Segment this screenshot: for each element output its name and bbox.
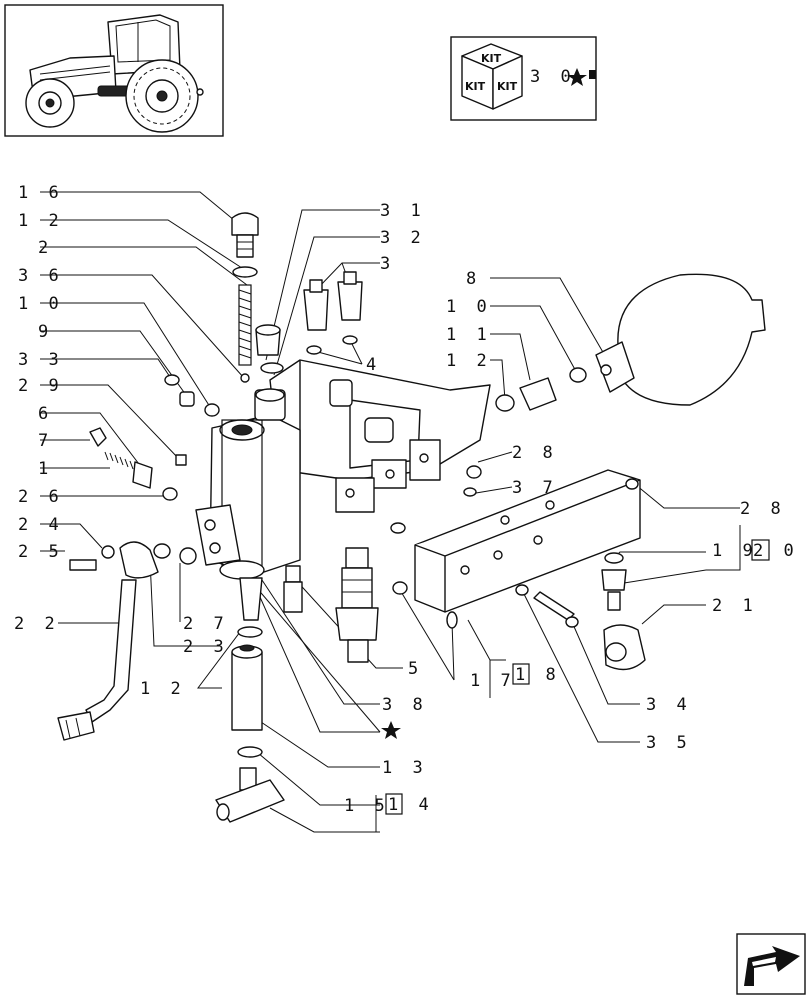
label-13: 1 3 [382, 758, 428, 778]
accumulator-8 [495, 273, 766, 412]
label-14: 1 4 [388, 795, 434, 815]
kit-text-left: KIT [465, 80, 486, 93]
kit-reference: 3 0 [530, 67, 576, 87]
label-16: 1 6 [18, 183, 64, 203]
arrow-icon [744, 946, 800, 986]
callout-labels: 1 6 1 2 2 3 6 1 0 9 3 3 2 9 6 7 1 2 6 2 … [14, 183, 799, 816]
label-8: 8 [466, 269, 481, 289]
label-15: 1 5 [344, 796, 390, 816]
fittings-19-20-21 [601, 552, 646, 671]
label-12-right: 1 2 [446, 351, 492, 371]
label-34: 3 4 [646, 695, 692, 715]
label-12-top: 1 2 [18, 211, 64, 231]
label-7: 7 [38, 431, 53, 451]
label-36: 3 6 [18, 266, 64, 286]
kit-legend: KIT KIT KIT 3 0 [450, 36, 597, 121]
label-26: 2 6 [18, 487, 64, 507]
label-9: 9 [38, 322, 53, 342]
label-10-left: 1 0 [18, 294, 64, 314]
label-5: 5 [408, 659, 423, 679]
screw-16-and-spring [231, 212, 259, 383]
label-19: 1 9 [712, 541, 758, 561]
label-23: 2 3 [183, 637, 229, 657]
kit-text-top: KIT [481, 52, 502, 65]
star-icon-bottom [381, 721, 401, 739]
label-10-right: 1 0 [446, 297, 492, 317]
bottom-components [215, 577, 285, 823]
leader-lines [40, 191, 741, 833]
label-4: 4 [366, 355, 381, 375]
label-33: 3 3 [18, 350, 64, 370]
label-29: 2 9 [18, 376, 64, 396]
kit-cube-icon: KIT KIT KIT [461, 43, 523, 110]
kit-text-right: KIT [497, 80, 518, 93]
label-1: 1 [38, 459, 53, 479]
label-2: 2 [38, 238, 53, 258]
label-37: 3 7 [512, 478, 558, 498]
label-28-b: 2 8 [740, 499, 786, 519]
label-3: 3 [380, 254, 395, 274]
label-22: 2 2 [14, 614, 60, 634]
plug-31-32 [255, 324, 284, 374]
label-18: 1 8 [515, 665, 561, 685]
tractor-icon [25, 14, 204, 133]
label-6: 6 [38, 404, 53, 424]
star-icon [567, 68, 587, 86]
label-27: 2 7 [183, 614, 229, 634]
small-parts-left [89, 374, 220, 501]
valve-5-38 [283, 522, 406, 663]
fitting-22-tube [57, 541, 197, 741]
solenoids-3 [303, 271, 363, 355]
label-14-box [385, 793, 403, 815]
label-25: 2 5 [18, 542, 64, 562]
label-20: 2 0 [753, 541, 799, 561]
main-valve-block [195, 359, 491, 580]
manifold-17 [392, 465, 641, 629]
label-20-box [751, 539, 770, 561]
label-21: 2 1 [712, 596, 758, 616]
tractor-thumbnail [4, 4, 224, 137]
label-32: 3 2 [380, 228, 426, 248]
next-page-button[interactable] [736, 933, 806, 995]
label-17: 1 7 [470, 671, 516, 691]
star-marker [381, 721, 401, 739]
label-12-bottom: 1 2 [140, 679, 186, 699]
label-35: 3 5 [646, 733, 692, 753]
label-38: 3 8 [382, 695, 428, 715]
label-24: 2 4 [18, 515, 64, 535]
label-18-box [512, 663, 530, 685]
label-11: 1 1 [446, 325, 492, 345]
label-31: 3 1 [380, 201, 426, 221]
label-28-a: 2 8 [512, 443, 558, 463]
